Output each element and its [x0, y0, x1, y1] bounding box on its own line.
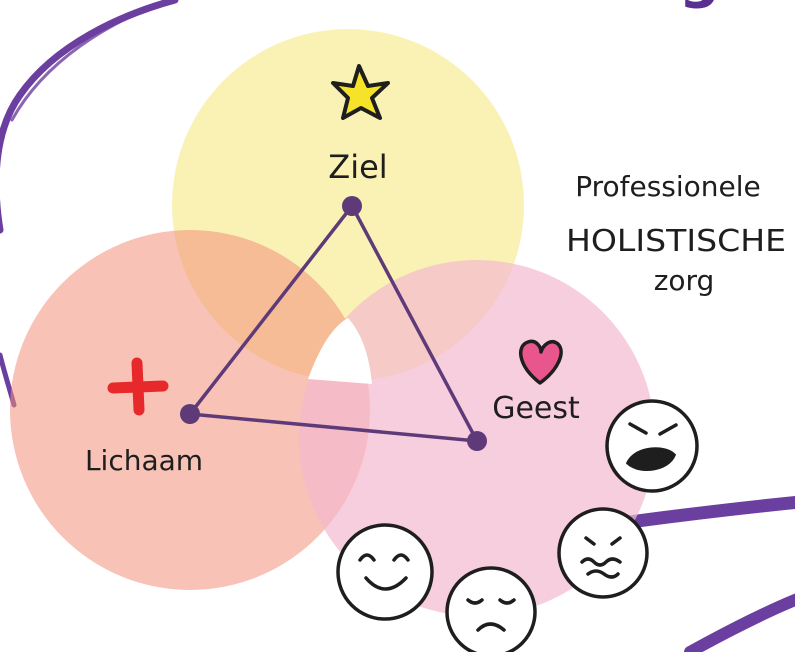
edge-body-mind: [189, 412, 478, 443]
caption-line-3: zorg: [654, 264, 715, 297]
body-label: Lichaam: [85, 444, 203, 477]
body-node-dot: [180, 404, 200, 424]
soul-label: Ziel: [328, 148, 387, 186]
sad-face-icon: [445, 566, 537, 652]
mind-label: Geest: [492, 391, 580, 426]
worried-face-icon: [557, 507, 649, 599]
caption-line-2: HOLISTISCHE: [566, 224, 786, 259]
center-gap: [308, 318, 372, 384]
mind-node-dot: [467, 431, 487, 451]
soul-node-dot: [342, 196, 362, 216]
edge-soul-body: [188, 204, 354, 416]
care-caption: Professionele HOLISTISCHE zorg: [566, 170, 786, 297]
connection-triangle: [188, 204, 479, 443]
star-icon: [331, 64, 390, 120]
caption-line-1: Professionele: [575, 170, 761, 203]
page-title: Zorgvisie: [568, 0, 795, 10]
red-cross-icon: [107, 357, 169, 416]
smiling-face-icon: [336, 523, 434, 621]
venn-circles: [10, 29, 655, 616]
angry-face-icon: [605, 399, 699, 493]
heart-icon: [518, 339, 563, 385]
edge-soul-mind: [350, 205, 479, 442]
